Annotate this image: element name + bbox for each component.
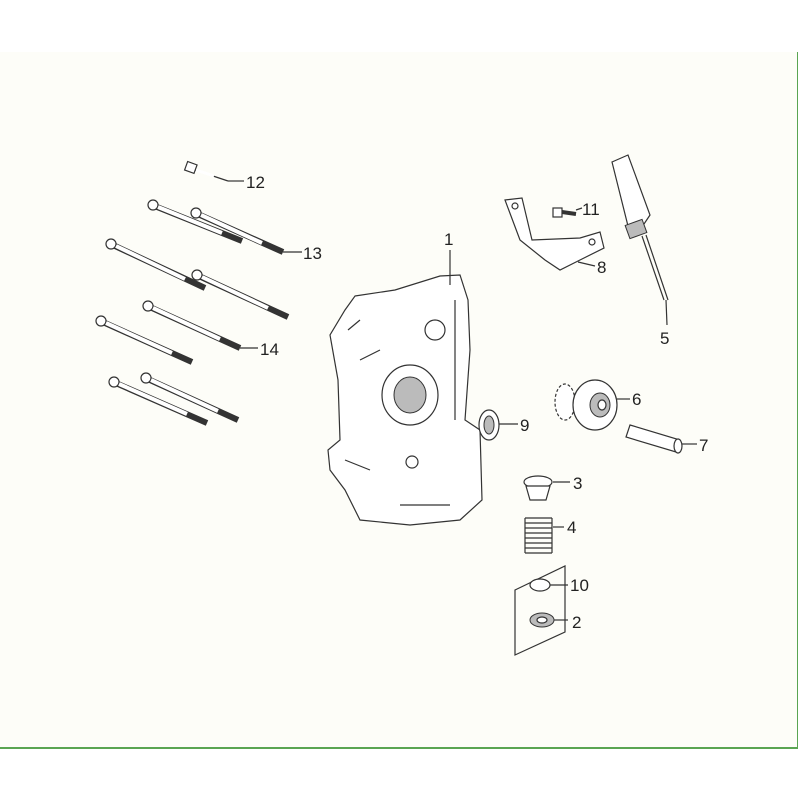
callout-3: 3 (573, 474, 582, 493)
callout-11: 11 (582, 200, 600, 219)
callout-7: 7 (699, 436, 708, 455)
callout-2: 2 (572, 613, 581, 632)
dipstick-5 (611, 154, 669, 326)
callout-10: 10 (570, 576, 589, 595)
callout-14: 14 (260, 340, 279, 359)
callout-6: 6 (632, 390, 641, 409)
bolt-12 (183, 160, 244, 182)
oil-seal-9 (478, 409, 518, 441)
callout-13: 13 (303, 244, 322, 263)
nut-2 (529, 612, 568, 628)
gear-6 (554, 379, 630, 431)
o-ring-10 (529, 578, 568, 592)
callout-9: 9 (520, 416, 529, 435)
crankcase-1 (327, 250, 483, 526)
callout-8: 8 (597, 258, 606, 277)
plug-3 (523, 475, 570, 501)
callout-12: 12 (246, 173, 265, 192)
bolts-13 (147, 199, 302, 255)
callout-4: 4 (567, 518, 576, 537)
callout-1: 1 (444, 230, 453, 249)
bolt-11 (552, 207, 583, 218)
bracket-8 (504, 197, 605, 271)
shaft-7 (625, 424, 697, 454)
drain-set-frame (514, 565, 566, 656)
callout-5: 5 (660, 329, 669, 348)
spring-4 (524, 517, 564, 554)
bolts-14 (95, 238, 290, 426)
